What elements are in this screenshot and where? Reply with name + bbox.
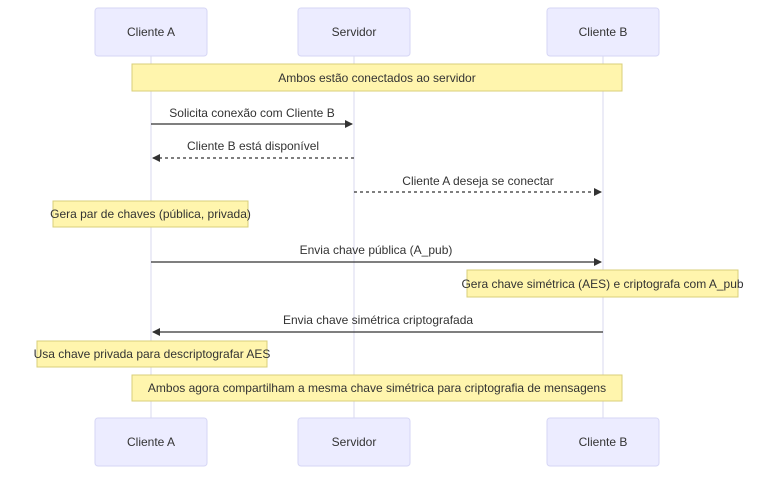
actor-label: Cliente A <box>127 435 175 449</box>
actor-cliente-a-top[interactable]: Cliente A <box>94 7 208 57</box>
actor-servidor-top[interactable]: Servidor <box>297 7 411 57</box>
note-descriptografar: Usa chave privada para descriptografar A… <box>34 340 271 368</box>
note-text: Usa chave privada para descriptografar A… <box>34 347 271 361</box>
note-text: Ambos estão conectados ao servidor <box>278 71 475 85</box>
note-gera-chaves: Gera par de chaves (pública, privada) <box>50 200 251 228</box>
message-label: Cliente B está disponível <box>187 139 319 153</box>
note-text: Gera par de chaves (pública, privada) <box>50 207 251 221</box>
message-label: Envia chave pública (A_pub) <box>300 243 453 257</box>
actor-label: Cliente B <box>579 25 628 39</box>
message-label: Cliente A deseja se conectar <box>402 174 553 188</box>
actor-label: Servidor <box>332 435 377 449</box>
actor-servidor-bottom[interactable]: Servidor <box>297 417 411 467</box>
message-deseja-conectar: Cliente A deseja se conectar <box>354 174 602 196</box>
message-solicita-conexao: Solicita conexão com Cliente B <box>151 106 353 128</box>
note-text: Gera chave simétrica (AES) e criptografa… <box>461 277 743 291</box>
note-gera-chave-simetrica: Gera chave simétrica (AES) e criptografa… <box>461 269 744 298</box>
message-envia-chave-simetrica: Envia chave simétrica criptografada <box>152 313 603 336</box>
note-text: Ambos agora compartilham a mesma chave s… <box>148 381 606 395</box>
actor-label: Cliente A <box>127 25 175 39</box>
actor-label: Cliente B <box>579 435 628 449</box>
note-connected: Ambos estão conectados ao servidor <box>131 63 623 92</box>
note-chave-compartilhada: Ambos agora compartilham a mesma chave s… <box>131 374 623 402</box>
message-envia-chave-publica: Envia chave pública (A_pub) <box>151 243 602 266</box>
message-label: Solicita conexão com Cliente B <box>169 106 334 120</box>
actor-cliente-b-bottom[interactable]: Cliente B <box>546 417 660 467</box>
message-cliente-b-disponivel: Cliente B está disponível <box>152 139 354 162</box>
actor-cliente-b-top[interactable]: Cliente B <box>546 7 660 57</box>
actor-cliente-a-bottom[interactable]: Cliente A <box>94 417 208 467</box>
message-label: Envia chave simétrica criptografada <box>283 313 473 327</box>
actor-label: Servidor <box>332 25 377 39</box>
